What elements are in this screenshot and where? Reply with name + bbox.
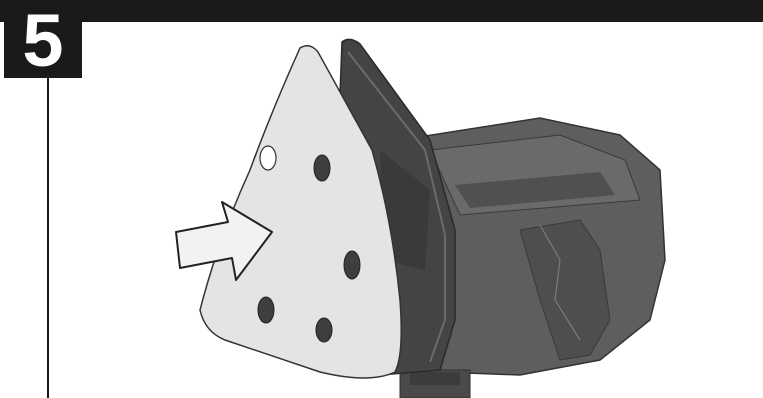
margin-rule — [47, 78, 49, 398]
step-number: 5 — [22, 4, 63, 78]
step-badge: 5 — [4, 2, 82, 78]
header-bar — [0, 0, 763, 22]
sander-illustration — [90, 26, 763, 398]
